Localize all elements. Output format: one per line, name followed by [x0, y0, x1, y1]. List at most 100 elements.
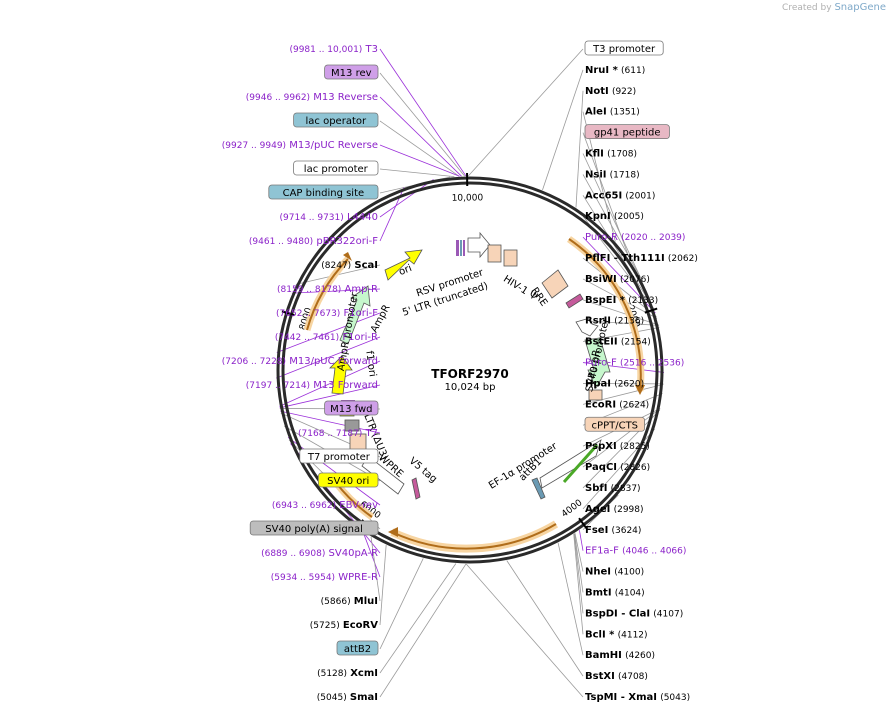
site-position: (1351) [610, 108, 640, 118]
feature-gp41-peptide[interactable]: gp41 peptide [584, 124, 670, 140]
enzyme-site-sbfi[interactable]: SbfI (2837) [585, 483, 641, 494]
enzyme-site-bsteii[interactable]: BstEII (2154) [585, 337, 651, 348]
site-position: (2076) [620, 275, 650, 285]
site-name: EF1a-F [585, 546, 619, 557]
enzyme-site-kpni[interactable]: KpnI (2005) [585, 211, 644, 222]
enzyme-site-tspmi-xmai[interactable]: TspMI - XmaI (5043) [585, 692, 690, 703]
site-position: (6943 .. 6962) [272, 501, 336, 511]
site-position: (9981 .. 10,001) [289, 45, 362, 55]
site-name: Puro-R [585, 232, 618, 243]
feature-label: gp41 peptide [594, 128, 661, 139]
site-name: BclI * [585, 629, 615, 640]
feature-cppt-cts[interactable]: cPPT/CTS [584, 416, 645, 432]
feature-sv40-poly-a-signal[interactable]: SV40 poly(A) signal [249, 520, 379, 536]
site-name: PaqCI [585, 462, 617, 473]
primer-m13-reverse[interactable]: (9946 .. 9962) M13 Reverse [246, 92, 378, 103]
enzyme-site-bspdi-clai[interactable]: BspDI - ClaI (4107) [585, 608, 683, 619]
primer-f1ori-r[interactable]: (7442 .. 7461) F1ori-R [275, 332, 378, 343]
primer-amp-r[interactable]: (8159 .. 8178) Amp-R [277, 284, 378, 295]
primer-sv40pa-r[interactable]: (6889 .. 6908) SV40pA-R [261, 548, 378, 559]
backbone-outer-ring [276, 176, 664, 564]
enzyme-site-alei[interactable]: AleI (1351) [585, 107, 640, 118]
site-name: NruI * [585, 65, 619, 76]
enzyme-site-bsiwi[interactable]: BsiWI (2076) [585, 274, 650, 285]
hiv-psi-feature [541, 269, 569, 299]
site-label: SbfI (2837) [585, 483, 641, 494]
tick-label: 10,000 [452, 193, 484, 203]
site-label: NheI (4100) [585, 567, 644, 578]
site-label: EF1a-F (4046 .. 4066) [585, 546, 686, 557]
leader-line [379, 558, 424, 650]
primer-f1ori-f[interactable]: (7652 .. 7673) F1ori-F [276, 308, 378, 319]
feature-m13-rev[interactable]: M13 rev [324, 64, 379, 80]
primer-l4440[interactable]: (9714 .. 9731) L4440 [280, 212, 379, 223]
primer-m13-puc-reverse[interactable]: (9927 .. 9949) M13/pUC Reverse [222, 140, 378, 151]
site-position: (9946 .. 9962) [246, 93, 310, 103]
feature-box [268, 184, 379, 200]
primer-t7[interactable]: (7168 .. 7187) T7 [298, 428, 378, 439]
site-name: EcoRV [343, 620, 378, 631]
enzyme-site-acc65i[interactable]: Acc65I (2001) [585, 190, 655, 201]
enzyme-site-bstxi[interactable]: BstXI (4708) [585, 671, 648, 682]
feature-m13-fwd[interactable]: M13 fwd [324, 400, 379, 416]
enzyme-site-fsei[interactable]: FseI (3624) [585, 525, 641, 536]
site-label: (7206 .. 7228) M13/pUC Forward [222, 356, 378, 367]
primer-m13-forward[interactable]: (7197 .. 7214) M13 Forward [246, 380, 378, 391]
enzyme-site-nhei[interactable]: NheI (4100) [585, 567, 644, 578]
enzyme-site-nrui[interactable]: NruI * (611) [585, 65, 645, 76]
site-label: (5934 .. 5954) WPRE-R [271, 572, 378, 583]
site-label: BsiWI (2076) [585, 274, 650, 285]
primer-t3[interactable]: (9981 .. 10,001) T3 [289, 44, 378, 55]
enzyme-site-smai[interactable]: (5045) SmaI [317, 692, 378, 703]
site-name: ScaI [354, 260, 378, 271]
leader-line [379, 563, 467, 698]
site-name: Amp-R [345, 284, 379, 295]
primer-ef1a-f[interactable]: EF1a-F (4046 .. 4066) [585, 546, 686, 557]
primer-puro-f[interactable]: Puro-F (2516 .. 2536) [585, 358, 684, 369]
leader-line [582, 174, 642, 279]
enzyme-site-mlui[interactable]: (5866) MluI [321, 596, 378, 607]
enzyme-site-bmti[interactable]: BmtI (4104) [585, 587, 645, 598]
enzyme-site-agei[interactable]: AgeI (2998) [585, 504, 644, 515]
primer-m13-puc-forward[interactable]: (7206 .. 7228) M13/pUC Forward [222, 356, 378, 367]
site-name: M13 Reverse [313, 92, 378, 103]
enzyme-site-pspxi[interactable]: PspXI (2825) [585, 441, 650, 452]
enzyme-site-pflfi-tth111i[interactable]: PflFI - Tth111I (2062) [585, 253, 698, 264]
enzyme-site-ecori[interactable]: EcoRI (2624) [585, 399, 649, 410]
primer-puro-r[interactable]: Puro-R (2020 .. 2039) [585, 232, 685, 243]
enzyme-site-bspei[interactable]: BspEI * (2133) [585, 295, 658, 306]
enzyme-site-bamhi[interactable]: BamHI (4260) [585, 650, 655, 661]
site-name: T3 [365, 44, 378, 55]
site-name: L4440 [347, 212, 378, 223]
plasmid-size: 10,024 bp [445, 382, 496, 393]
enzyme-site-ecorv[interactable]: (5725) EcoRV [310, 620, 378, 631]
enzyme-site-nsii[interactable]: NsiI (1718) [585, 169, 640, 180]
feature-attb2[interactable]: attB2 [336, 640, 379, 656]
enzyme-site-hpai[interactable]: HpaI (2620) [585, 378, 644, 389]
orf-arrowhead-right [635, 385, 645, 395]
feature-lac-promoter[interactable]: lac promoter [293, 160, 379, 176]
enzyme-site-kfli[interactable]: KflI (1708) [585, 149, 637, 160]
site-position: (2825) [620, 442, 650, 452]
feature-t7-promoter[interactable]: T7 promoter [299, 448, 379, 464]
site-position: (2001) [625, 191, 655, 201]
enzyme-site-rsrii[interactable]: RsrII (2136) [585, 316, 644, 327]
feature-t3-promoter[interactable]: T3 promoter [584, 40, 664, 56]
leader-line [582, 153, 641, 278]
enzyme-site-xcmi[interactable]: (5128) XcmI [317, 668, 378, 679]
primer-pbr322ori-f[interactable]: (9461 .. 9480) pBR322ori-F [249, 236, 378, 247]
feature-sv40-ori[interactable]: SV40 ori [317, 472, 379, 488]
enzyme-site-scai[interactable]: (8247) ScaI [321, 260, 378, 271]
leader-line [575, 90, 584, 208]
feature-lac-operator[interactable]: lac operator [293, 112, 379, 128]
enzyme-site-paqci[interactable]: PaqCI (2826) [585, 462, 650, 473]
primer-wpre-r[interactable]: (5934 .. 5954) WPRE-R [271, 572, 378, 583]
enzyme-site-noti[interactable]: NotI (922) [585, 86, 636, 97]
site-position: (2062) [668, 254, 698, 264]
feature-cap-binding-site[interactable]: CAP binding site [268, 184, 379, 200]
site-label: EcoRI (2624) [585, 399, 649, 410]
primer-ebv-rev[interactable]: (6943 .. 6962) EBV-rev [272, 500, 378, 511]
site-name: BsiWI [585, 274, 617, 285]
feature-box [293, 160, 379, 176]
enzyme-site-bcli[interactable]: BclI * (4112) [585, 629, 648, 640]
